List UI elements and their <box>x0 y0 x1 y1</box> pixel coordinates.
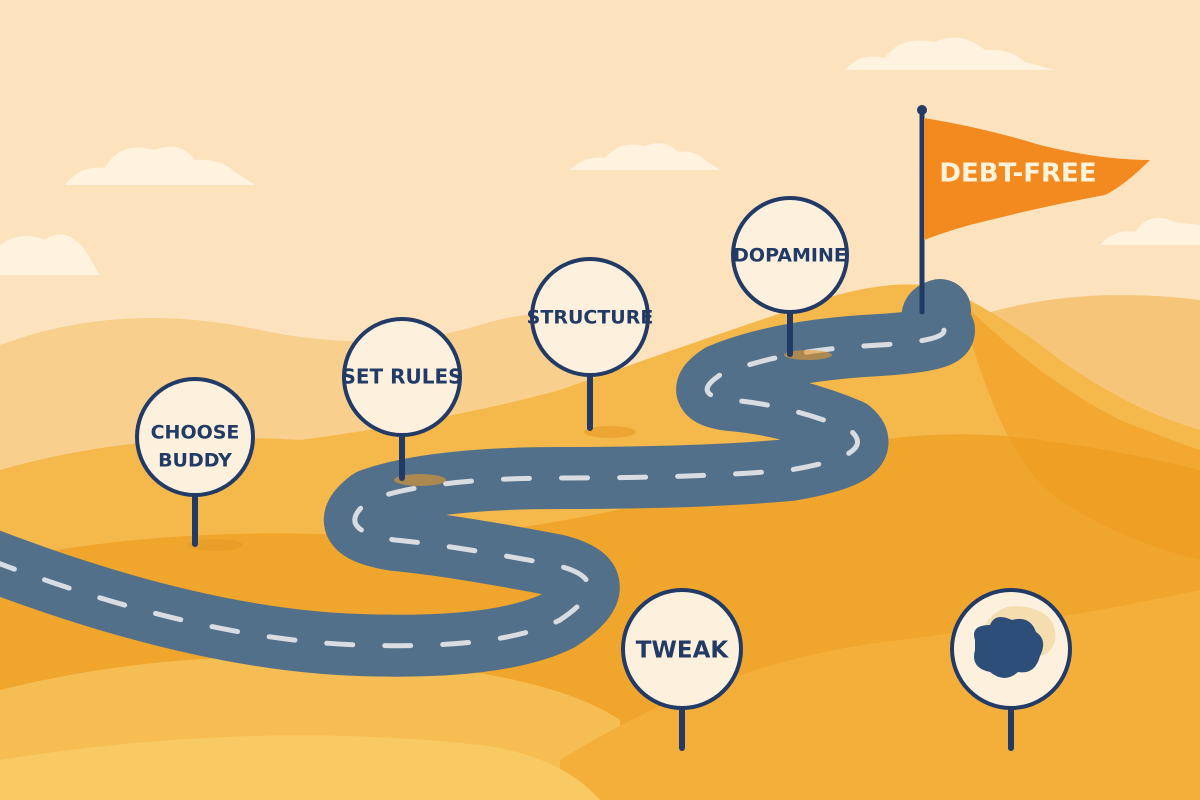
road-dashes <box>0 307 947 649</box>
sign-shadow <box>187 539 243 551</box>
sign-tweak: TWEAK <box>621 588 743 751</box>
sign-blob <box>950 588 1072 751</box>
foreground-hill-shade <box>0 735 600 800</box>
blob-icon <box>974 616 1044 678</box>
sign-label: STRUCTURE <box>527 307 654 329</box>
sign-set-rules: SET RULES <box>341 317 463 486</box>
sign-label: TWEAK <box>636 638 730 664</box>
sign-shadow <box>394 474 446 486</box>
flag-pole-cap <box>917 105 927 115</box>
sign-shadow <box>584 426 636 438</box>
sign-face <box>135 377 255 497</box>
clouds <box>0 37 1200 275</box>
sign-label: DOPAMINE <box>733 245 847 267</box>
flag-label: DEBT-FREE <box>939 159 1096 189</box>
flag-banner <box>924 118 1150 240</box>
cloud <box>845 37 1055 70</box>
sign-face <box>342 317 462 437</box>
sign-label-line1: CHOOSE <box>151 422 240 444</box>
sign-face <box>731 196 849 314</box>
cloud <box>1100 217 1200 245</box>
goal-flag: DEBT-FREE <box>917 105 1150 315</box>
sign-choose-buddy: CHOOSE BUDDY <box>135 377 255 551</box>
winding-road <box>0 279 975 677</box>
right-slope-shade <box>960 300 1200 560</box>
sign-label-line2: BUDDY <box>158 450 232 472</box>
cloud <box>570 143 720 170</box>
sign-structure: STRUCTURE <box>527 257 654 438</box>
sign-face <box>530 257 650 377</box>
cloud <box>65 146 255 185</box>
cloud <box>0 234 100 275</box>
sign-face <box>621 588 743 710</box>
sign-label: SET RULES <box>341 365 462 389</box>
sign-shadow <box>784 350 832 360</box>
sign-dopamine: DOPAMINE <box>731 196 849 360</box>
